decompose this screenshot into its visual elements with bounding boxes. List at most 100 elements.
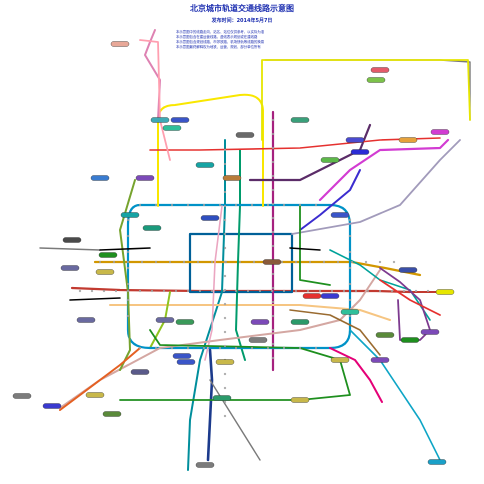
station-dot: [223, 386, 227, 390]
station-dot: [238, 260, 242, 264]
station-dot: [223, 190, 227, 194]
station-dot: [246, 289, 250, 293]
station-label-boxes: [12, 41, 455, 468]
station-dot: [271, 286, 275, 290]
station-dot: [271, 356, 275, 360]
station-dot: [114, 289, 118, 293]
station-label-pill: [175, 319, 195, 325]
station-dot: [140, 260, 144, 264]
route-lines: [39, 29, 471, 471]
station-label-pill: [150, 117, 170, 123]
station-dot: [318, 289, 322, 293]
station-dot: [138, 203, 142, 207]
station-dot: [294, 289, 298, 293]
station-dot: [170, 203, 174, 207]
station-dot: [234, 346, 238, 350]
station-dot: [126, 298, 130, 302]
station-label-pill: [350, 149, 370, 155]
station-dot: [126, 218, 130, 222]
station-dot: [138, 289, 142, 293]
station-dot: [250, 346, 254, 350]
note-1: 本示意图中的线路走向、站名、站位仅供参考，以实际为准: [176, 30, 265, 34]
station-dot: [378, 260, 382, 264]
station-dot: [271, 146, 275, 150]
station-dot: [271, 328, 275, 332]
station-label-pill: [176, 359, 196, 365]
station-dot: [271, 188, 275, 192]
station-dot: [314, 346, 318, 350]
route-yizhuang: [329, 347, 383, 403]
station-dot: [366, 289, 370, 293]
station-label-pill: [430, 129, 450, 135]
station-dot: [348, 282, 352, 286]
station-dot: [348, 218, 352, 222]
station-dot: [182, 260, 186, 264]
station-dot: [271, 244, 275, 248]
station-dot: [378, 289, 382, 293]
route-violet: [299, 169, 361, 231]
station-label-pill: [98, 252, 118, 258]
station-dot: [271, 174, 275, 178]
station-label-pill: [142, 225, 162, 231]
station-dot: [223, 288, 227, 292]
station-label-pill: [290, 397, 310, 403]
station-dot: [266, 346, 270, 350]
station-label-pill: [400, 337, 420, 343]
route-line-2: [188, 232, 294, 294]
map-notes: 本示意图中的线路走向、站名、站位仅供参考，以实际为准 本示意图包含在建运营线路，…: [176, 30, 326, 50]
station-label-pill: [42, 403, 62, 409]
station-label-pill: [110, 41, 130, 47]
station-dot: [282, 289, 286, 293]
station-dot: [330, 289, 334, 293]
station-dot: [126, 234, 130, 238]
station-dot: [266, 203, 270, 207]
station-dot: [218, 346, 222, 350]
station-label-pill: [120, 212, 140, 218]
station-label-pill: [212, 395, 232, 401]
station-dot: [271, 342, 275, 346]
station-dot: [78, 289, 82, 293]
station-dot: [350, 260, 354, 264]
station-label-pill: [12, 393, 32, 399]
station-dot: [150, 289, 154, 293]
station-dot: [223, 232, 227, 236]
route-fangshan: [59, 347, 141, 411]
station-dot: [202, 203, 206, 207]
station-dot: [348, 266, 352, 270]
station-dot: [210, 289, 214, 293]
station-label-pill: [162, 125, 182, 131]
station-dot: [271, 132, 275, 136]
station-label-pill: [248, 337, 268, 343]
station-label-pill: [435, 289, 455, 295]
station-label-pill: [200, 215, 220, 221]
station-label-pill: [375, 332, 395, 338]
route-line-3: [149, 137, 441, 151]
station-dot: [348, 250, 352, 254]
station-label-pill: [320, 293, 340, 299]
station-label-pill: [62, 237, 82, 243]
station-dot: [392, 260, 396, 264]
note-4: 本示意图最终解释权为地铁、运营、规划、部分单位所有: [176, 45, 261, 49]
station-dot: [126, 260, 130, 264]
map-subtitle: 发布时间：2014年5月7日: [211, 18, 273, 24]
station-dot: [90, 289, 94, 293]
station-dot: [342, 289, 346, 293]
station-dot: [294, 260, 298, 264]
station-dot: [102, 289, 106, 293]
route-new-airport: [206, 348, 214, 462]
route-line-19: [204, 205, 223, 361]
station-dot: [162, 289, 166, 293]
route-purple-east: [379, 267, 431, 341]
route-black-links: [69, 247, 321, 301]
station-dot: [223, 162, 227, 166]
station-dot: [234, 289, 238, 293]
route-cyan-south: [349, 329, 441, 461]
route-red-east: [379, 279, 441, 316]
station-dot: [271, 314, 275, 318]
station-label-pill: [170, 117, 190, 123]
station-dot: [336, 260, 340, 264]
station-dot: [174, 289, 178, 293]
station-dot: [364, 260, 368, 264]
